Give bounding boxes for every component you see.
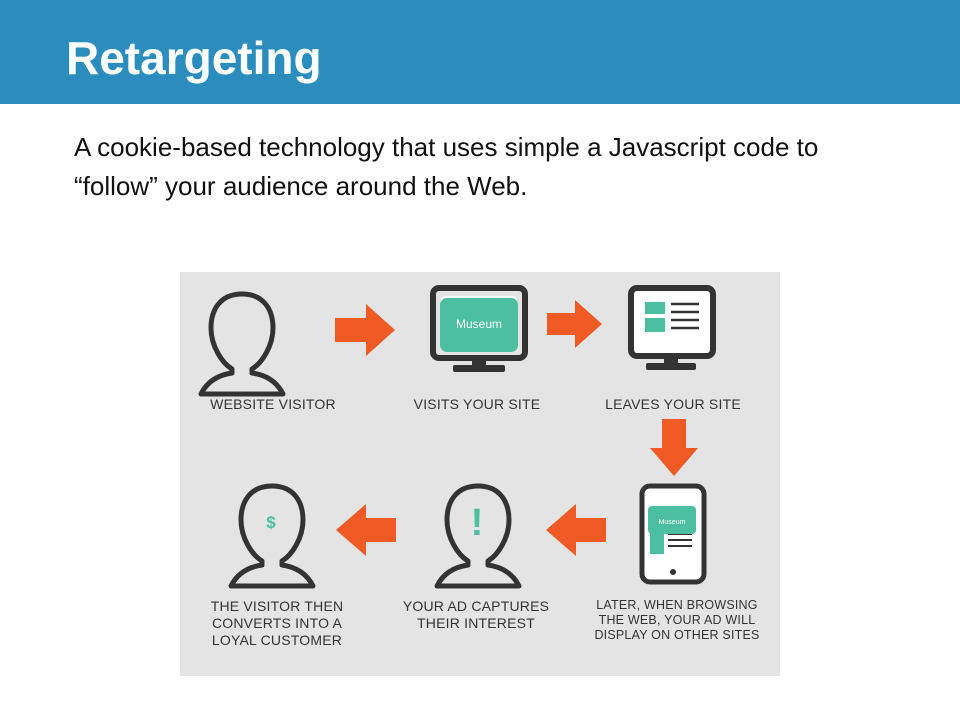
arrow-right-icon xyxy=(547,300,602,348)
monitor-layout-icon xyxy=(628,285,716,370)
person-dollar-icon: $ xyxy=(228,483,316,589)
step-label-visits-your-site: VISITS YOUR SITE xyxy=(413,396,541,412)
slide-title: Retargeting xyxy=(66,32,322,84)
step-label-later-browsing: LATER, WHEN BROWSING THE WEB, YOUR AD WI… xyxy=(594,598,760,642)
monitor-icon: Museum xyxy=(430,285,528,372)
step-label-ad-captures-interest: YOUR AD CAPTURES THEIR INTEREST xyxy=(402,598,550,631)
phone-ad-text: Museum xyxy=(659,519,686,526)
step-label-website-visitor: WEBSITE VISITOR xyxy=(210,396,336,412)
diagram-graphics: Museum Museum xyxy=(198,285,716,589)
person-icon xyxy=(198,291,286,397)
arrow-left-icon xyxy=(546,504,606,556)
slide-description: A cookie-based technology that uses simp… xyxy=(74,132,819,201)
arrow-right-icon xyxy=(335,304,395,356)
step-label-loyal-customer: THE VISITOR THEN CONVERTS INTO A LOYAL C… xyxy=(210,598,344,648)
title-banner: Retargeting xyxy=(0,0,960,104)
arrow-down-icon xyxy=(650,419,698,476)
exclamation-symbol: ! xyxy=(471,502,484,544)
step-label-leaves-your-site: LEAVES YOUR SITE xyxy=(605,396,741,412)
monitor-screen-text: Museum xyxy=(456,317,502,331)
arrow-left-icon xyxy=(336,504,396,556)
phone-icon: Museum xyxy=(639,483,707,585)
person-exclamation-icon: ! xyxy=(434,483,522,589)
dollar-symbol: $ xyxy=(266,513,276,532)
retargeting-diagram: Museum Museum xyxy=(180,272,780,676)
